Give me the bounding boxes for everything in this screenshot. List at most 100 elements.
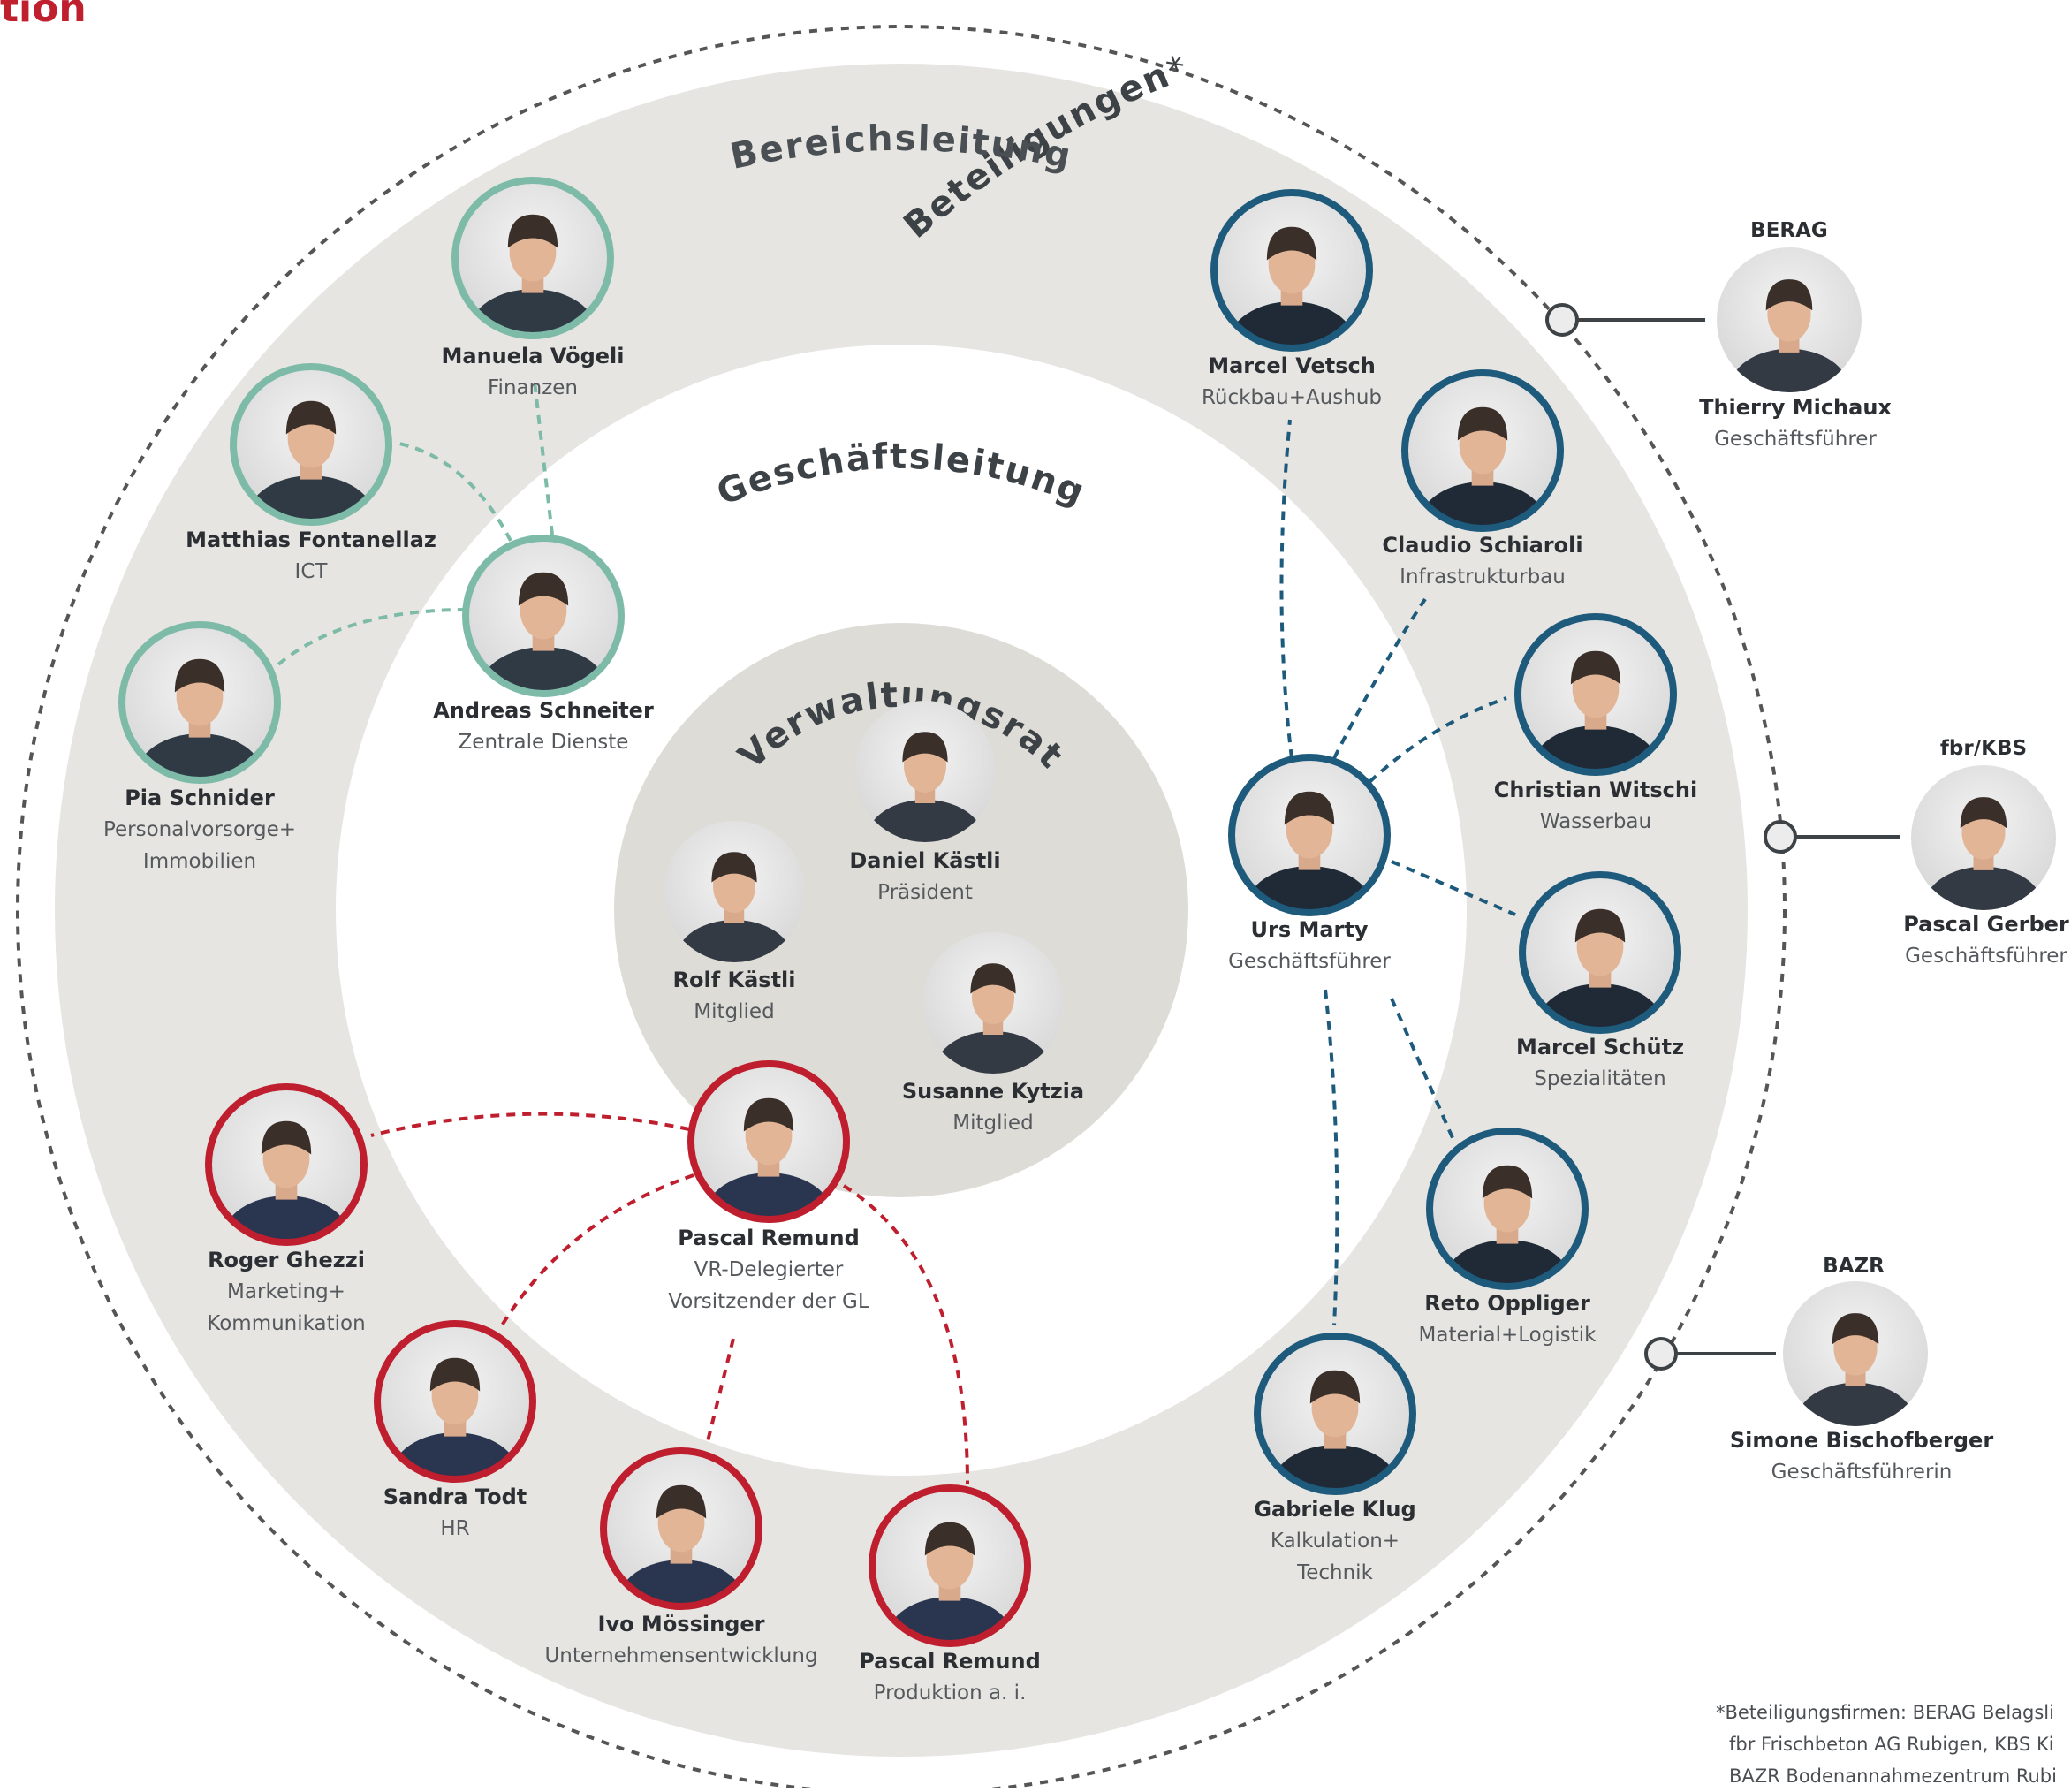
person-label-gabriele-klug: Gabriele Klug Kalkulation+ Technik <box>1158 1493 1512 1589</box>
navy-connectors <box>1279 419 1516 1326</box>
person-name: Susanne Kytzia <box>901 1079 1085 1104</box>
portrait-simone-bischofberger <box>1783 1281 1928 1426</box>
person-role: Geschäftsführerin <box>1771 1461 1953 1484</box>
person-role: VR-Delegierter <box>694 1258 844 1281</box>
berag-node <box>1545 303 1579 337</box>
person-role: Spezialitäten <box>1534 1067 1666 1090</box>
fbr-kbs-node <box>1764 820 1797 854</box>
person-name: Christian Witschi <box>1493 778 1698 802</box>
connector-schneiter-schnider <box>277 608 467 666</box>
person-role: Produktion a. i. <box>873 1682 1027 1705</box>
footnote-line: fbr Frischbeton AG Rubigen, KBS Ki <box>1729 1734 2054 1755</box>
portrait-andreas-schneiter <box>462 535 625 697</box>
connector-schneiter-fontanellaz <box>398 442 512 542</box>
person-name: Andreas Schneiter <box>433 698 654 723</box>
person-role: Material+Logistik <box>1418 1324 1597 1347</box>
person-role: Kalkulation+ <box>1270 1530 1400 1553</box>
teal-connectors <box>277 381 554 666</box>
portrait-sandra-todt <box>374 1320 536 1483</box>
person-name: Urs Marty <box>1250 917 1369 942</box>
person-label-manuela-voegeli: Manuela Vögeli Finanzen <box>356 340 709 404</box>
person-label-claudio-schiaroli: Claudio Schiaroli Infrastrukturbau <box>1306 529 1659 593</box>
person-label-reto-oppliger: Reto Oppliger Material+Logistik <box>1331 1287 1684 1351</box>
person-name: Pascal Remund <box>678 1226 860 1250</box>
person-role: Infrastrukturbau <box>1400 566 1566 588</box>
person-name: Pascal Gerber <box>1903 912 2069 937</box>
person-name: Claudio Schiaroli <box>1382 533 1583 558</box>
connector-remund-moessinger <box>705 1338 735 1446</box>
person-label-pascal-gerber: Pascal Gerber Geschäftsführer <box>1809 908 2071 972</box>
person-name: Ivo Mössinger <box>597 1612 765 1636</box>
person-name: Manuela Vögeli <box>441 344 625 368</box>
portrait-ivo-moessinger <box>600 1447 762 1610</box>
person-name: Marcel Vetsch <box>1208 353 1376 378</box>
footnote-line: *Beteiligungsfirmen: BERAG Belagsli <box>1716 1702 2054 1723</box>
bazr-node <box>1644 1337 1678 1371</box>
connector-marty-klug <box>1324 989 1339 1326</box>
connector-remund-ghezzi <box>370 1112 690 1137</box>
person-name: Rolf Kästli <box>672 968 796 992</box>
person-label-roger-ghezzi: Roger Ghezzi Marketing+ Kommunikation <box>110 1244 463 1340</box>
person-label-daniel-kaestli: Daniel Kästli Präsident <box>748 845 1102 908</box>
person-role: Wasserbau <box>1539 810 1652 833</box>
portrait-daniel-kaestli <box>854 701 996 842</box>
subsidiary-connectors <box>1545 303 1900 1371</box>
person-role: Personalvorsorge+ <box>102 818 297 841</box>
person-role: Mitglied <box>952 1112 1034 1135</box>
footnote-line: BAZR Bodenannahmezentrum Rubi <box>1729 1765 2057 1787</box>
connector-marty-vetsch <box>1279 419 1293 759</box>
person-label-sandra-todt: Sandra Todt HR <box>278 1481 632 1545</box>
person-role: Marketing+ <box>227 1280 345 1303</box>
person-label-pascal-remund-vr: Pascal Remund VR-Delegierter Vorsitzende… <box>592 1222 945 1317</box>
person-label-thierry-michaux: Thierry Michaux Geschäftsführer <box>1619 391 1972 455</box>
person-role: Geschäftsführer <box>1905 945 2067 968</box>
connector-marty-schiaroli <box>1332 597 1427 759</box>
person-label-ivo-moessinger: Ivo Mössinger Unternehmensentwicklung <box>504 1608 858 1672</box>
person-label-marcel-schuetz: Marcel Schütz Spezialitäten <box>1423 1031 1777 1095</box>
verwaltungsrat-ring <box>614 623 1188 1197</box>
person-role: Finanzen <box>488 376 578 399</box>
portrait-roger-ghezzi <box>205 1083 368 1246</box>
portraits <box>118 177 2056 1647</box>
person-label-marcel-vetsch: Marcel Vetsch Rückbau+Aushub <box>1115 350 1468 414</box>
portrait-urs-marty <box>1228 754 1391 916</box>
person-role: Vorsitzender der GL <box>668 1290 869 1313</box>
connector-remund-produktion <box>842 1184 969 1485</box>
portrait-claudio-schiaroli <box>1401 369 1564 532</box>
person-name: Daniel Kästli <box>849 848 1001 873</box>
person-role: Geschäftsführer <box>1228 950 1391 973</box>
person-label-pia-schnider: Pia Schnider Personalvorsorge+ Immobilie… <box>23 782 376 877</box>
page-title-fragment: tion <box>0 0 87 31</box>
connector-marty-oppliger <box>1390 998 1455 1141</box>
person-label-matthias-fontanellaz: Matthias Fontanellaz ICT <box>134 524 488 588</box>
person-role: Geschäftsführer <box>1714 428 1877 451</box>
person-role: Immobilien <box>142 850 257 873</box>
person-label-susanne-kytzia: Susanne Kytzia Mitglied <box>816 1075 1170 1139</box>
outer-dashed-ring <box>16 25 1787 1788</box>
portrait-pascal-remund-vr <box>687 1060 850 1223</box>
portrait-marcel-schuetz <box>1519 871 1681 1034</box>
person-role: Präsident <box>877 881 973 904</box>
portrait-matthias-fontanellaz <box>230 363 392 526</box>
person-name: Pia Schnider <box>125 786 275 810</box>
person-role: Zentrale Dienste <box>458 731 629 754</box>
person-label-andreas-schneiter: Andreas Schneiter Zentrale Dienste <box>367 695 720 758</box>
person-role: HR <box>440 1517 470 1540</box>
person-role: ICT <box>294 560 328 583</box>
connector-marty-schuetz <box>1391 860 1516 916</box>
portrait-gabriele-klug <box>1254 1333 1416 1495</box>
red-connectors <box>370 1112 969 1485</box>
person-name: Marcel Schütz <box>1515 1035 1685 1059</box>
person-role: Technik <box>1297 1561 1373 1584</box>
person-label-simone-bischofberger: Simone Bischofberger Geschäftsführerin <box>1685 1424 2038 1488</box>
connector-marty-witschi <box>1368 696 1507 784</box>
portrait-manuela-voegeli <box>451 177 614 339</box>
person-name: Sandra Todt <box>383 1484 527 1509</box>
company-label-fbr-kbs: fbr/KBS <box>1940 737 2027 760</box>
person-label-rolf-kaestli: Rolf Kästli Mitglied <box>558 964 911 1028</box>
portrait-pia-schnider <box>118 621 281 784</box>
person-name: Pascal Remund <box>859 1649 1041 1674</box>
person-label-urs-marty: Urs Marty Geschäftsführer <box>1133 914 1486 977</box>
person-name: Simone Bischofberger <box>1729 1428 1994 1453</box>
